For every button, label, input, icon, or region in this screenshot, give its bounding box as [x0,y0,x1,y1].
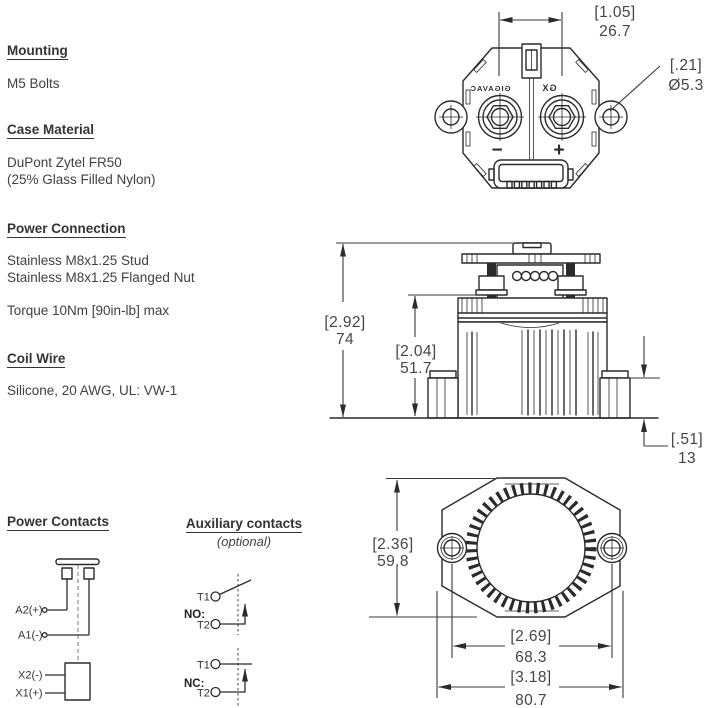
dim-overall-height: [2.92] 74 [324,242,513,418]
terminal-label-a2: A2(+) [15,605,42,617]
dim-mounting-hole: [.21] Ø5.3 [609,57,703,112]
coil-core-circle [476,493,586,603]
aux-nc-t1-label: T1 [197,660,210,672]
spec-heading-case-material: Case Material [7,122,95,139]
right-mounting-ear [596,532,628,564]
dim-overall-width-mm: 80.7 [515,692,547,708]
dim-body-height-mm: 59.8 [377,553,409,570]
spec-heading-coil-wire: Coil Wire [7,351,66,368]
polarity-plus-marking: + [553,140,564,161]
brand-marking: GIGAVAC [470,84,511,93]
bottom-view-drawing: [2.36] 59.8 [2.69] 68.3 [3.18] 80.7 [369,477,628,708]
spec-line-m5-bolts: M5 Bolts [7,76,60,91]
radial-ribs-ring [465,482,597,614]
power-contact-wiring [41,579,90,638]
power-contacts-heading: Power Contacts [7,514,110,531]
terminal-label-x1: X1(+) [15,688,42,700]
aux-no-contact: NO: T1 T2 [184,574,252,635]
upper-case-ribs [461,298,604,313]
aux-no-t1-label: T1 [197,592,210,604]
dim-stud-spacing-inch: [1.05] [594,4,635,21]
dim-body-height-mm: 51.7 [400,360,432,377]
power-contacts-schematic: A2(+) A1(-) X2(-) X1(+) [15,558,100,701]
right-mounting-ear [594,100,628,134]
dim-hole-spacing: [2.69] 68.3 [451,564,613,666]
top-plate-ticks [466,254,596,263]
coil-wire-tab [521,43,542,160]
left-mounting-ear [434,100,468,134]
dim-overall-width-inch: [3.18] [510,669,551,686]
spec-heading-power-connection-text: Power Connection [7,221,126,238]
right-nut [557,275,584,291]
dim-stud-spacing: [1.05] 26.7 [498,4,635,76]
aux-no-t2-label: T2 [197,620,210,632]
aux-nc-contact: NC: T1 T2 [184,648,252,706]
spec-line-flanged-nut: Stainless M8x1.25 Flanged Nut [7,270,195,285]
coil-box [45,662,91,701]
spec-heading-coil-wire-text: Coil Wire [7,351,66,368]
dim-mounting-hole-inch: [.21] [670,57,702,74]
polarity-minus-marking: − [491,140,502,161]
spec-line-stud: Stainless M8x1.25 Stud [7,253,149,268]
negative-terminal-stud [476,93,524,141]
dim-body-height-inch: [2.04] [395,343,436,360]
dim-body-height: [2.04] 51.7 [395,294,482,417]
right-base-flange [599,377,631,419]
dim-hole-spacing-inch: [2.69] [510,628,551,645]
dim-body-height: [2.36] 59.8 [369,477,495,618]
positive-terminal-stud [538,93,586,141]
left-base-flange [427,377,459,419]
dim-flange-height: [.51] 13 [612,336,703,467]
power-contacts-heading-text: Power Contacts [7,514,110,531]
dim-flange-height-mm: 13 [678,450,696,467]
left-nut [478,275,505,291]
top-plate [461,253,601,264]
spec-heading-mounting: Mounting [7,43,68,60]
aux-nc-label: NC: [184,678,204,690]
top-view-device-body: − + GIGAVAC GX [434,43,628,189]
aux-contacts-heading-text: Auxiliary contacts [185,516,303,533]
aux-contacts-heading: Auxiliary contacts [181,516,307,533]
dim-overall-height-inch: [2.92] [324,314,365,331]
dim-stud-spacing-mm: 26.7 [599,23,631,40]
spec-line-silicone: Silicone, 20 AWG, UL: VW-1 [7,383,178,398]
coil-connector [488,159,574,189]
spec-line-zytel: DuPont Zytel FR50 [7,155,122,170]
case-slots [465,58,597,178]
terminal-label-x2: X2(-) [18,670,42,682]
top-view-drawing: − + GIGAVAC GX [1.05] [434,4,703,189]
dim-body-height-inch: [2.36] [372,536,413,553]
aux-nc-t2-label: T2 [197,688,210,700]
terminal-label-a1: A1(-) [18,630,42,642]
aux-contacts-subheading: (optional) [216,534,272,549]
side-view-drawing: [2.92] 74 [2.04] 51.7 [.51] 13 [324,242,703,467]
aux-no-label: NO: [184,609,205,621]
lower-case [457,321,608,419]
connector-scallops [511,270,559,282]
aux-contacts-schematic: NO: T1 T2 NC: T1 T2 [184,574,252,706]
spec-heading-case-material-text: Case Material [7,122,95,139]
dim-mounting-hole-mm: Ø5.3 [668,77,703,94]
spec-heading-power-connection: Power Connection [7,221,126,238]
case-cooling-ribs [466,329,599,416]
dim-hole-spacing-mm: 68.3 [515,649,547,666]
model-marking: GX [541,83,556,93]
dim-overall-width: [3.18] 80.7 [436,591,624,708]
dim-overall-height-mm: 74 [336,331,354,348]
left-mounting-ear [436,532,468,564]
bottom-view-device-body [436,477,628,618]
dim-flange-height-inch: [.51] [671,431,703,448]
spec-heading-mounting-text: Mounting [7,43,68,60]
spec-line-torque: Torque 10Nm [90in-lb] max [7,303,170,318]
side-view-device-body [329,242,659,419]
spec-line-nylon: (25% Glass Filled Nylon) [7,172,156,187]
